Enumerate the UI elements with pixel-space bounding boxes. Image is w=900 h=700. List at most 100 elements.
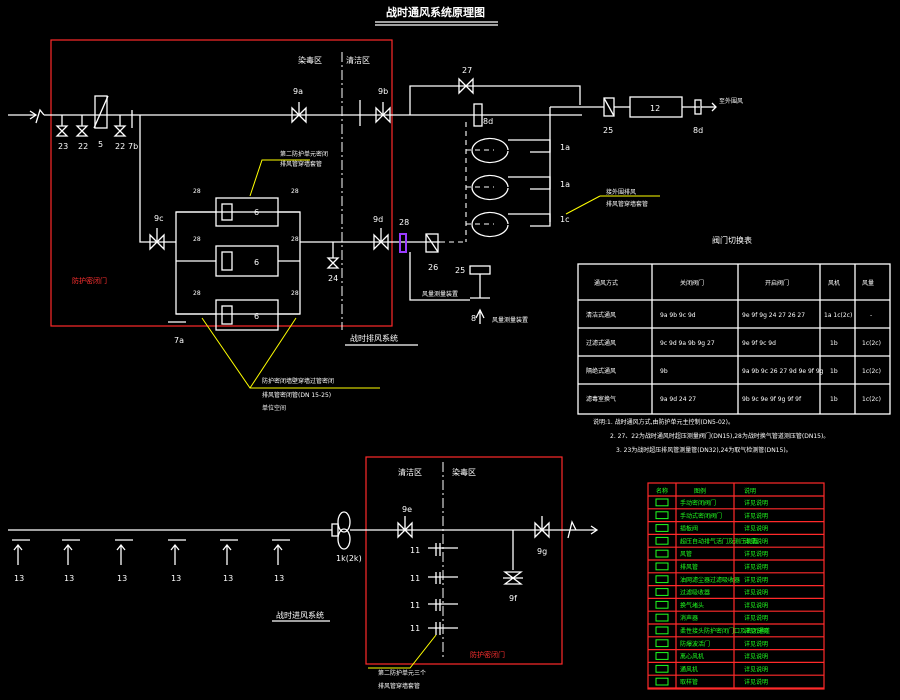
filter-branch-pipe <box>139 115 150 243</box>
label-7b: 7b <box>128 142 138 151</box>
svg-text:9a 9b 9c 26 27 9d 9e 9f: 9a 9b 9c 26 27 9d 9e 9f 9g <box>742 368 824 375</box>
label-1a: 1a <box>560 143 570 152</box>
label-9e: 9e <box>402 505 412 514</box>
fan-1a <box>471 137 551 164</box>
legend-note: 详见说明 <box>744 627 768 635</box>
meter-note: 风量测量装置 <box>492 316 528 324</box>
callout-line-1 <box>565 195 601 215</box>
zone-dirty-label-2: 染毒区 <box>452 467 476 477</box>
valve-23 <box>55 115 69 137</box>
callout-2-l2: 排风管穿墙套管 <box>606 200 648 208</box>
label-22a: 22 <box>78 142 88 151</box>
table-note-2: 3. 23为战时超压排风管测量管(DN32),24为取气检测管(DN15)。 <box>616 446 792 454</box>
label-23: 23 <box>58 142 68 151</box>
legend-symbol-icon <box>655 639 669 648</box>
legend-name: 防爆波活门 <box>680 640 710 648</box>
red-box-note-2: 防护密闭门 <box>470 650 505 659</box>
label-6a: 6 <box>254 208 259 217</box>
inlet-13-a: 13 <box>14 574 24 583</box>
valve-9b <box>375 106 391 124</box>
legend-note: 详见说明 <box>744 589 768 597</box>
legend-symbol-icon <box>655 588 669 596</box>
label-9b: 9b <box>378 87 388 96</box>
legend-symbol-icon <box>655 664 669 673</box>
inlet-13-c: 13 <box>117 574 127 583</box>
zone-dirty-label: 染毒区 <box>298 55 322 65</box>
label-9c: 9c <box>154 214 164 223</box>
svg-text:1b: 1b <box>830 340 838 347</box>
zone-clean-label: 清洁区 <box>346 55 370 65</box>
legend-name: 通风机 <box>680 665 698 673</box>
table-header-1: 关闭阀门 <box>680 279 704 287</box>
exhaust-arrow <box>590 525 599 535</box>
legend-symbol-icon <box>655 549 669 558</box>
table-header-0: 通风方式 <box>594 279 618 287</box>
label-11b: 11 <box>410 574 420 583</box>
legend-name: 油网滤尘器过滤吸收器 <box>680 576 740 584</box>
protection-zone-lower <box>365 456 563 665</box>
legend-note: 详见说明 <box>744 537 768 545</box>
valve-22a <box>75 115 89 137</box>
legend-symbol-icon <box>655 511 669 520</box>
label-9f: 9f <box>509 594 517 603</box>
legend-rows: 手动密闭阀门详见说明手动式密闭阀门详见说明插板阀详见说明超压自动排气活门及测压装… <box>648 498 824 689</box>
label-28f: 28 <box>291 290 299 297</box>
inlet-13-e: 13 <box>223 574 233 583</box>
legend-name: 手动式密闭阀门 <box>680 512 722 520</box>
label-25: 25 <box>603 126 613 135</box>
valve-9c <box>149 233 165 251</box>
svg-text:清洁式通风: 清洁式通风 <box>586 311 616 319</box>
label-11a: 11 <box>410 546 420 555</box>
valve-9a <box>291 106 307 124</box>
system-label: 战时排风系统 <box>350 333 398 343</box>
table-row-1: 过滤式通风 9c 9d 9a 9b 9g 27 9e 9f 9c 9d 1b 1… <box>586 339 881 347</box>
bypass-pipe-27 <box>409 85 581 115</box>
legend-symbol-icon <box>655 677 669 686</box>
callout-3-line1: 防护密闭墙壁穿墙过管密闭 <box>262 377 334 385</box>
callout-line-2 <box>249 159 310 197</box>
valve-26 <box>425 233 439 253</box>
svg-text:过滤式通风: 过滤式通风 <box>586 339 616 347</box>
legend-symbol-icon <box>655 562 669 571</box>
legend-header-2: 说明 <box>744 487 756 495</box>
valve-9e <box>397 521 413 539</box>
label-8: 8 <box>471 314 476 323</box>
filter-frame <box>175 211 301 315</box>
callout-3-line2: 排风管密闭管(DN 15-25) <box>262 391 331 399</box>
legend-header-1: 图例 <box>694 487 706 495</box>
legend-symbol-icon <box>655 600 669 609</box>
label-8d: 8d <box>483 117 493 126</box>
table-note-1: 2. 27、22为战时通风时超压测量阀门(DN15),28为战时换气管道测压管(… <box>610 432 829 440</box>
table-title: 阀门切换表 <box>712 235 752 245</box>
legend-name: 风管 <box>680 550 692 558</box>
legend-name: 手动密闭阀门 <box>680 499 716 507</box>
svg-text:1c(2c): 1c(2c) <box>862 368 881 375</box>
label-27: 27 <box>462 66 472 75</box>
callout-7-line1: 第二防护单元三个 <box>378 669 426 677</box>
intake-break <box>35 108 45 124</box>
supply-note: 至外围风 <box>719 97 743 105</box>
table-header-2: 开启阀门 <box>765 279 789 287</box>
exhaust-fan <box>337 511 351 550</box>
label-25b: 25 <box>455 266 465 275</box>
inlet-13-d: 13 <box>171 574 181 583</box>
filter-6b <box>215 245 279 277</box>
valve-9d <box>373 233 389 251</box>
svg-text:滤毒室换气: 滤毒室换气 <box>586 395 616 403</box>
legend-name: 超压自动排气活门及测压装置 <box>680 537 758 545</box>
legend-name: 排风管 <box>680 563 698 571</box>
svg-text:9b 9c 9e 9f 9g 9f 9f: 9b 9c 9e 9f 9g 9f 9f <box>742 396 802 403</box>
legend-name: 离心风机 <box>680 653 704 661</box>
label-8d-2: 8d <box>693 126 703 135</box>
label-22b: 22 <box>115 142 125 151</box>
legend-note: 详见说明 <box>744 614 768 622</box>
legend-symbol-icon <box>655 575 669 584</box>
label-28e: 28 <box>193 290 201 297</box>
fan-label: 1k(2k) <box>336 554 362 563</box>
label-26: 26 <box>428 263 438 272</box>
legend-name: 插板阀 <box>680 525 698 533</box>
svg-text:1b: 1b <box>830 368 838 375</box>
label-12: 12 <box>650 104 660 113</box>
svg-text:9e 9f 9g 24 27 26 27: 9e 9f 9g 24 27 26 27 <box>742 312 805 319</box>
measure-note: 风量测量装置 <box>422 290 458 298</box>
